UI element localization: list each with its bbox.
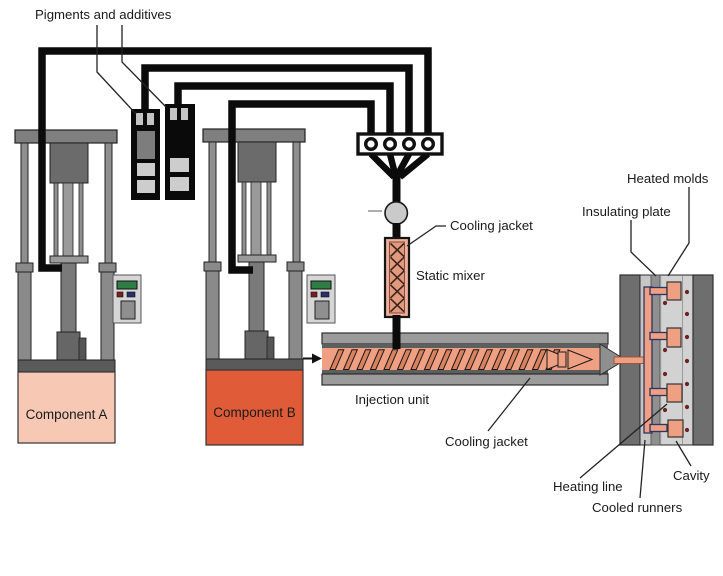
label-pigments-additives: Pigments and additives xyxy=(35,7,172,22)
ball-valve xyxy=(384,201,409,226)
screw-tip xyxy=(567,349,594,370)
leader-cooling-jacket-top xyxy=(406,225,446,247)
label-heating-line: Heating line xyxy=(553,479,623,494)
pigment-doser-1 xyxy=(131,109,160,200)
feed-arrow xyxy=(312,353,322,364)
pigment-doser-2 xyxy=(165,104,195,200)
manifold-port-2 xyxy=(383,136,398,151)
label-cooling-jacket-bottom: Cooling jacket xyxy=(445,434,528,449)
cavity-4 xyxy=(667,419,684,438)
mold-platen-right xyxy=(692,274,714,446)
supply-pipe-doser-2 xyxy=(174,82,394,137)
tank-component-b xyxy=(205,369,304,446)
label-component-a: Component A xyxy=(26,407,108,422)
leader-heating-line xyxy=(579,403,668,479)
barrel-inlet-pipe xyxy=(392,315,401,349)
melt-stream xyxy=(613,356,649,364)
label-cooling-jacket-top: Cooling jacket xyxy=(450,218,533,233)
leader-pigments-2 xyxy=(121,25,167,108)
mold-assembly xyxy=(613,274,714,446)
press-component-b xyxy=(202,128,336,446)
press-component-a xyxy=(14,129,142,444)
supply-pipe-component-a xyxy=(38,47,432,272)
leader-heated-molds xyxy=(667,187,690,277)
label-heated-molds: Heated molds xyxy=(627,171,709,186)
label-insulating-plate: Insulating plate xyxy=(582,204,671,219)
leader-cooling-jacket-bottom xyxy=(487,377,531,432)
manifold-converge-pipes xyxy=(368,151,431,180)
screw xyxy=(329,348,594,371)
leader-insulating-plate xyxy=(630,220,657,277)
label-component-b: Component B xyxy=(213,405,296,420)
control-panel-a xyxy=(112,274,142,324)
leader-pigments-1 xyxy=(96,25,137,115)
cavity-3 xyxy=(666,383,683,403)
supply-pipes xyxy=(38,47,432,274)
label-static-mixer: Static mixer xyxy=(416,268,485,283)
manifold-port-1 xyxy=(364,136,379,151)
leader-cooled-runners xyxy=(639,439,646,499)
static-mixer xyxy=(383,236,411,319)
tank-component-a xyxy=(17,371,116,444)
leader-lines xyxy=(96,25,692,499)
mixer-feed-pipe xyxy=(392,172,401,204)
runner-system xyxy=(613,286,668,434)
injection-unit xyxy=(303,315,621,386)
supply-pipe-doser-1 xyxy=(141,64,413,137)
valve-mixer-pipe xyxy=(392,223,401,239)
manifold-port-4 xyxy=(421,136,436,151)
mixing-manifold xyxy=(356,132,444,156)
cavity-2 xyxy=(666,327,682,348)
leader-cavity xyxy=(675,440,692,467)
cavity-1 xyxy=(666,281,682,301)
control-panel-b xyxy=(306,274,336,324)
label-cavity: Cavity xyxy=(673,468,710,483)
cavities xyxy=(666,281,684,438)
label-injection-unit: Injection unit xyxy=(355,392,429,407)
supply-pipe-component-b xyxy=(228,100,375,274)
label-cooled-runners: Cooled runners xyxy=(592,500,683,515)
manifold-port-3 xyxy=(402,136,417,151)
